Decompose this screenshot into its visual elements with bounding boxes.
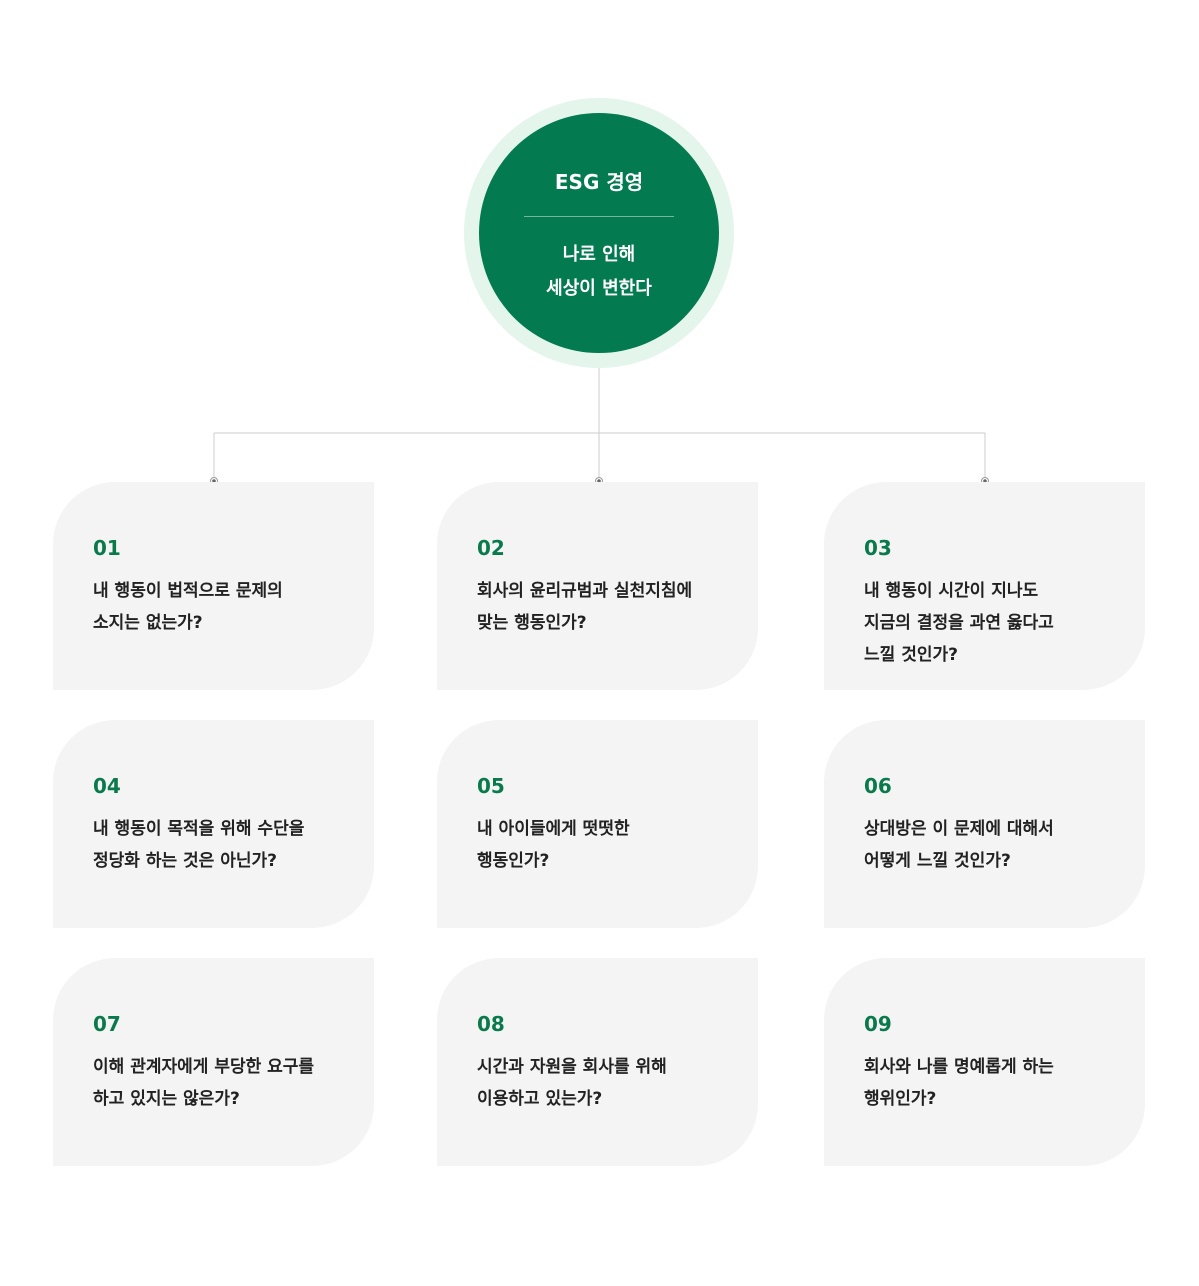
question-card-05: 05 내 아이들에게 떳떳한 행동인가? [437,720,758,928]
card-question-line: 내 행동이 시간이 지나도 [864,581,1039,601]
card-question: 시간과 자원을 회사를 위해 이용하고 있는가? [477,1051,748,1115]
card-question-line: 어떻게 느낄 것인가? [864,851,1011,871]
connector-dot-center-core [597,479,601,483]
card-question-line: 이용하고 있는가? [477,1089,603,1109]
card-number: 05 [477,774,505,798]
question-card-09: 09 회사와 나를 명예롭게 하는 행위인가? [824,958,1145,1166]
card-question-line: 이해 관계자에게 부당한 요구를 [93,1057,315,1077]
card-question-line: 맞는 행동인가? [477,613,587,633]
hub-subtitle-line: 나로 인해 [562,244,636,265]
question-card-04: 04 내 행동이 목적을 위해 수단을 정당화 하는 것은 아닌가? [53,720,374,928]
hub-subtitle: 나로 인해 세상이 변한다 [479,238,719,306]
card-question-line: 내 행동이 법적으로 문제의 [93,581,283,601]
card-question: 내 행동이 법적으로 문제의 소지는 없는가? [93,575,364,639]
question-card-08: 08 시간과 자원을 회사를 위해 이용하고 있는가? [437,958,758,1166]
question-card-03: 03 내 행동이 시간이 지나도 지금의 결정을 과연 옳다고 느낄 것인가? [824,482,1145,690]
question-card-02: 02 회사의 윤리규범과 실천지침에 맞는 행동인가? [437,482,758,690]
card-question: 내 행동이 목적을 위해 수단을 정당화 하는 것은 아닌가? [93,813,364,877]
card-number: 03 [864,536,892,560]
card-number: 01 [93,536,121,560]
card-question-line: 내 행동이 목적을 위해 수단을 [93,819,305,839]
hub-subtitle-line: 세상이 변한다 [546,278,652,299]
question-card-07: 07 이해 관계자에게 부당한 요구를 하고 있지는 않은가? [53,958,374,1166]
card-question-line: 소지는 없는가? [93,613,203,633]
card-question-line: 느낄 것인가? [864,645,958,665]
card-question-line: 행위인가? [864,1089,937,1109]
card-question-line: 정당화 하는 것은 아닌가? [93,851,278,871]
card-question-line: 행동인가? [477,851,550,871]
question-card-01: 01 내 행동이 법적으로 문제의 소지는 없는가? [53,482,374,690]
card-question-line: 지금의 결정을 과연 옳다고 [864,613,1054,633]
card-question: 상대방은 이 문제에 대해서 어떻게 느낄 것인가? [864,813,1135,877]
card-question-line: 회사와 나를 명예롭게 하는 [864,1057,1054,1077]
card-number: 07 [93,1012,121,1036]
card-number: 02 [477,536,505,560]
card-number: 09 [864,1012,892,1036]
connector-dot-left-core [212,479,216,483]
connector-dot-right-core [983,479,987,483]
card-number: 08 [477,1012,505,1036]
hub-circle: ESG 경영 나로 인해 세상이 변한다 [479,113,719,353]
card-question: 회사의 윤리규범과 실천지침에 맞는 행동인가? [477,575,748,639]
card-question-line: 시간과 자원을 회사를 위해 [477,1057,667,1077]
card-question-line: 내 아이들에게 떳떳한 [477,819,630,839]
card-question-line: 상대방은 이 문제에 대해서 [864,819,1054,839]
hub-title: ESG 경영 [554,170,644,194]
card-question-line: 회사의 윤리규범과 실천지침에 [477,581,693,601]
question-card-06: 06 상대방은 이 문제에 대해서 어떻게 느낄 것인가? [824,720,1145,928]
card-question: 내 아이들에게 떳떳한 행동인가? [477,813,748,877]
hub-divider [524,216,674,217]
card-question: 이해 관계자에게 부당한 요구를 하고 있지는 않은가? [93,1051,364,1115]
card-number: 04 [93,774,121,798]
card-question: 내 행동이 시간이 지나도 지금의 결정을 과연 옳다고 느낄 것인가? [864,575,1135,671]
card-question-line: 하고 있지는 않은가? [93,1089,240,1109]
card-number: 06 [864,774,892,798]
card-question: 회사와 나를 명예롭게 하는 행위인가? [864,1051,1135,1115]
